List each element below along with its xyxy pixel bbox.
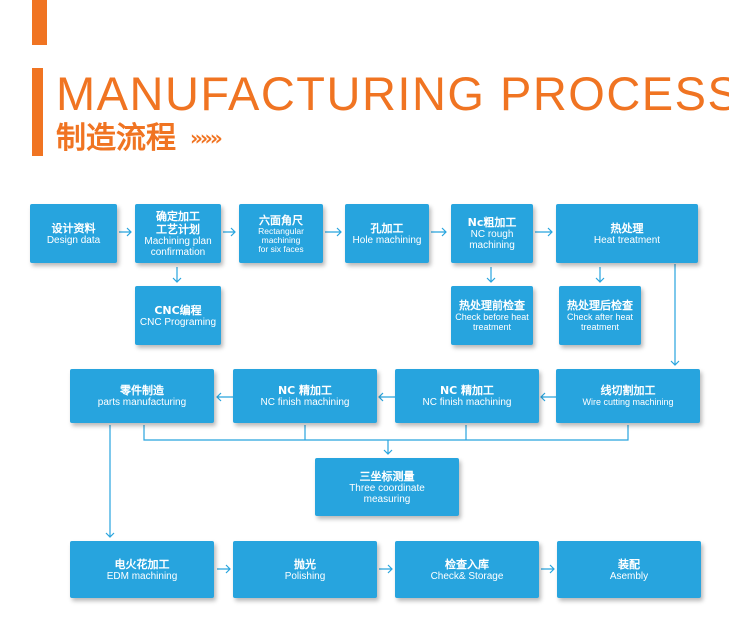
step-parts-manufacturing: 零件制造 parts manufacturing: [70, 369, 214, 423]
arrow-rough-to-heat: [535, 227, 553, 237]
step-en-label: Three coordinate measuring: [349, 482, 425, 505]
step-en-label: Design data: [46, 234, 101, 246]
step-en-label: Machining plan confirmation: [144, 235, 212, 258]
accent-bar-top: [32, 0, 47, 45]
step-wire-cutting: 线切割加工 Wire cutting machining: [556, 369, 700, 423]
step-en-label: Check after heat treatment: [566, 312, 634, 332]
step-cn-label: 热处理前检查: [459, 299, 525, 312]
step-en-label: Asembly: [609, 570, 649, 582]
step-cnc-programing: CNC编程 CNC Programing: [135, 286, 221, 345]
step-en-label: parts manufacturing: [97, 397, 187, 408]
arrow-design-to-plan: [119, 227, 132, 237]
arrow-plan-to-six: [223, 227, 236, 237]
step-en-label: NC finish machining: [260, 397, 350, 408]
arrow-heat-to-wire: [670, 264, 680, 366]
step-nc-finish-2: NC 精加工 NC finish machining: [395, 369, 539, 423]
step-cn-label: NC 精加工: [439, 384, 495, 397]
arrow-rough-to-check-before: [486, 267, 496, 283]
step-heat-treatment: 热处理 Heat treatment: [556, 204, 698, 263]
step-six-faces: 六面角尺 Rectangular machining for six faces: [239, 204, 323, 263]
arrow-parts-to-edm: [105, 425, 115, 538]
arrow-check-to-assembly: [541, 564, 555, 574]
step-cn-label: 热处理后检查: [567, 299, 633, 312]
step-en-label: EDM machining: [106, 570, 178, 582]
step-cn-label: 三坐标测量: [359, 469, 415, 483]
step-nc-rough: Nc粗加工 NC rough machining: [451, 204, 533, 263]
step-machining-plan: 确定加工 工艺计划 Machining plan confirmation: [135, 204, 221, 263]
arrow-finish1-to-parts: [216, 392, 233, 402]
page-title: MANUFACTURING PROCESS: [56, 67, 729, 120]
step-cn-label: 确定加工 工艺计划: [156, 209, 200, 236]
step-cn-label: 零件制造: [120, 384, 164, 397]
step-design-data: 设计资料 Design data: [30, 204, 117, 263]
step-cn-label: 热处理: [610, 221, 644, 235]
arrow-polish-to-check: [379, 564, 393, 574]
step-en-label: Polishing: [284, 570, 326, 582]
step-cn-label: 抛光: [294, 557, 316, 571]
step-cn-label: 孔加工: [370, 221, 404, 235]
bus-line: [143, 425, 629, 455]
step-en-label: NC rough machining: [469, 229, 515, 251]
step-cn-label: 装配: [618, 557, 640, 571]
step-check-before-heat: 热处理前检查 Check before heat treatment: [451, 286, 533, 345]
arrow-edm-to-polish: [217, 564, 231, 574]
step-en-label: Heat treatment: [593, 234, 661, 246]
step-edm-machining: 电火花加工 EDM machining: [70, 541, 214, 598]
arrow-heat-to-check-after: [595, 267, 605, 283]
arrow-plan-to-cnc: [172, 267, 182, 283]
subtitle-text: 制造流程: [56, 121, 176, 156]
accent-bar-side: [32, 68, 43, 156]
step-cn-label: NC 精加工: [277, 384, 333, 397]
step-en-label: Rectangular machining for six faces: [258, 225, 304, 254]
step-en-label: CNC Programing: [139, 316, 217, 328]
step-cn-label: 检查入库: [445, 557, 489, 571]
page-subtitle: 制造流程 »»»: [56, 118, 223, 159]
arrow-finish2-to-finish1: [378, 392, 395, 402]
step-cn-label: 六面角尺: [259, 213, 303, 227]
step-cn-label: 电火花加工: [114, 557, 170, 571]
step-cn-label: 设计资料: [51, 221, 96, 235]
step-polishing: 抛光 Polishing: [233, 541, 377, 598]
step-en-label: Check& Storage: [430, 570, 504, 582]
step-en-label: Hole machining: [352, 234, 422, 246]
arrow-wire-to-finish2: [540, 392, 556, 402]
step-en-label: NC finish machining: [422, 397, 512, 408]
step-assembly: 装配 Asembly: [557, 541, 701, 598]
arrow-six-to-hole: [325, 227, 342, 237]
step-hole-machining: 孔加工 Hole machining: [345, 204, 429, 263]
step-cn-label: CNC编程: [154, 303, 202, 317]
step-three-coordinate: 三坐标测量 Three coordinate measuring: [315, 458, 459, 516]
step-en-label: Check before heat treatment: [455, 312, 529, 332]
step-check-after-heat: 热处理后检查 Check after heat treatment: [559, 286, 641, 345]
step-en-label: Wire cutting machining: [582, 397, 674, 407]
step-cn-label: Nc粗加工: [467, 216, 517, 229]
step-cn-label: 线切割加工: [600, 384, 656, 397]
step-check-storage: 检查入库 Check& Storage: [395, 541, 539, 598]
chevrons-icon: »»»: [190, 126, 223, 150]
step-nc-finish-1: NC 精加工 NC finish machining: [233, 369, 377, 423]
arrow-hole-to-rough: [431, 227, 447, 237]
